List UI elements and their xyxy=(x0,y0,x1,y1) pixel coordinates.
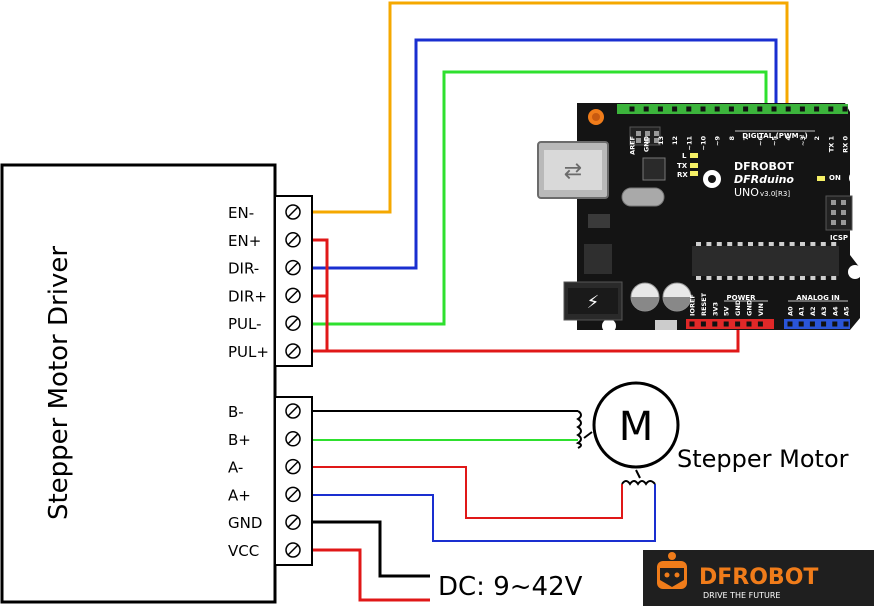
power-pin-label: IOREF xyxy=(689,294,697,316)
bottom-pin-list: B- B+ A- A+ GND VCC xyxy=(228,403,301,560)
power-pin-label: RESET xyxy=(700,292,708,316)
digital-pin-label: ~3 xyxy=(799,136,807,146)
board-logo-gear-icon xyxy=(703,170,721,188)
analog-pin-label: A5 xyxy=(843,306,851,316)
digital-pin-label: ~10 xyxy=(700,136,708,151)
board-version-sub: v3.0[R3] xyxy=(760,190,790,198)
digital-pin-label: 7 xyxy=(742,136,750,141)
driver-terminal-top xyxy=(274,195,313,367)
driver-bottom-pin-label: A- xyxy=(228,459,243,477)
analog-pin-label: A0 xyxy=(787,306,795,316)
arduino-board: ⇄ ⚡ ICSP xyxy=(537,103,863,333)
digital-pin-label: GND xyxy=(643,135,651,152)
driver-top-pin-label: PUL- xyxy=(228,315,262,333)
driver-top-pin-label: DIR- xyxy=(228,260,259,278)
driver-bottom-pin-label: B- xyxy=(228,403,244,421)
logo-tagline: DRIVE THE FUTURE xyxy=(703,591,780,600)
usb-chip xyxy=(642,157,666,181)
digital-pin-label: 4 xyxy=(785,136,793,141)
led-label-l: L xyxy=(682,152,687,160)
led-label-rx: RX xyxy=(677,171,688,179)
robot-head-icon xyxy=(657,552,687,589)
digital-pin-label: ~9 xyxy=(714,136,722,146)
digital-pin-label: ~5 xyxy=(771,136,779,146)
wire-dir-minus xyxy=(312,38,778,270)
driver-body xyxy=(0,163,277,604)
svg-text:⇄: ⇄ xyxy=(564,159,582,184)
driver-bottom-pin-label: GND xyxy=(228,514,262,532)
digital-pin-label: 2 xyxy=(813,136,821,141)
driver-bottom-pin-label: VCC xyxy=(228,542,259,560)
power-pin-label: VIN xyxy=(757,303,765,316)
svg-text:⚡: ⚡ xyxy=(587,292,600,313)
motor-label: Stepper Motor xyxy=(677,445,849,473)
analog-pin-label: A4 xyxy=(831,306,839,316)
digital-pin-label: AREF xyxy=(629,136,637,155)
analog-pin-label: A2 xyxy=(809,306,817,316)
driver-terminal-bottom xyxy=(274,396,313,566)
driver-bottom-pin-label: A+ xyxy=(228,486,251,504)
top-pin-list: EN- EN+ DIR- DIR+ PUL- PUL+ xyxy=(228,204,301,361)
driver-top-pin-label: PUL+ xyxy=(228,343,269,361)
power-pin-label: GND xyxy=(734,299,742,316)
board-brand: DFROBOT xyxy=(734,160,794,173)
wire-gnd xyxy=(312,520,430,578)
wire-vcc xyxy=(312,548,430,602)
analog-pin-label: A1 xyxy=(798,306,806,316)
usb-connector: ⇄ xyxy=(537,141,609,199)
led-label-tx: TX xyxy=(677,162,688,170)
wires xyxy=(312,1,789,602)
motor-coil-b xyxy=(575,410,582,449)
digital-pin-label: TX 1 xyxy=(827,136,835,153)
digital-pin-label: 12 xyxy=(671,136,679,145)
dfrobot-logo: DFROBOT DRIVE THE FUTURE xyxy=(643,550,874,606)
analog-header-label: ANALOG IN xyxy=(796,294,840,302)
wire-a-minus xyxy=(312,466,623,519)
power-header-label: POWER xyxy=(727,294,757,302)
dc-jack: ⚡ xyxy=(563,281,623,321)
on-label: ON xyxy=(829,174,841,182)
logo-name: DFROBOT xyxy=(699,565,818,590)
motor-coil-a xyxy=(621,480,656,486)
board-version-main: UNO xyxy=(734,186,759,199)
wire-en-minus xyxy=(312,1,789,214)
driver-title: Stepper Motor Driver xyxy=(44,246,74,520)
power-pin-label: GND xyxy=(746,299,754,316)
board-model: DFRduino xyxy=(734,173,794,186)
power-pin-label: 3V3 xyxy=(711,302,719,316)
driver-top-pin-label: EN+ xyxy=(228,232,261,250)
digital-pin-label: ~11 xyxy=(685,136,693,151)
digital-pin-label: 8 xyxy=(728,136,736,141)
wire-pul-minus xyxy=(312,70,768,326)
driver-top-pin-label: EN- xyxy=(228,204,254,222)
digital-pin-label: 13 xyxy=(657,136,665,145)
analog-pin-label: A3 xyxy=(820,306,828,316)
digital-pin-label: RX 0 xyxy=(842,136,850,153)
driver-bottom-pin-label: B+ xyxy=(228,431,251,449)
mcu-chip xyxy=(692,242,839,280)
power-label: DC: 9~42V xyxy=(438,572,583,602)
wire-a-plus xyxy=(312,484,656,542)
power-pin-label: 5V xyxy=(723,306,731,316)
motor-symbol xyxy=(592,381,680,469)
analog-header xyxy=(784,319,850,329)
digital-pin-label: ~6 xyxy=(756,136,764,146)
icsp-label: ICSP xyxy=(830,234,848,242)
motor-letter: M xyxy=(619,404,654,450)
power-header xyxy=(686,319,774,329)
digital-label: DIGITAL (PWM~) xyxy=(742,132,807,140)
driver-top-pin-label: DIR+ xyxy=(228,287,267,305)
